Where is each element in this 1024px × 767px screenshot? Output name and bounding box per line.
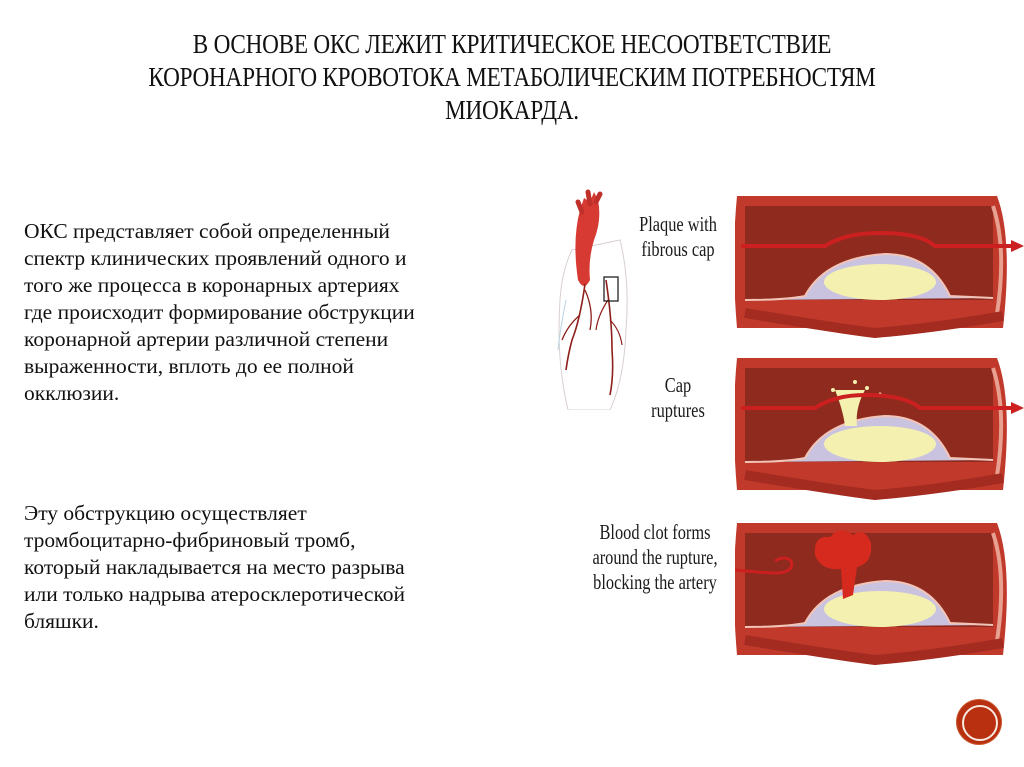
- text-line: где происходит формирование обструкции: [24, 300, 415, 324]
- title-line: В ОСНОВЕ ОКС ЛЕЖИТ КРИТИЧЕСКОЕ НЕСООТВЕТ…: [192, 29, 832, 59]
- text-line: выраженности, вплоть до ее полной: [24, 354, 354, 378]
- paragraph-thrombus: Эту обструкцию осуществляет тромбоцитарн…: [24, 500, 405, 635]
- slide-title: В ОСНОВЕ ОКС ЛЕЖИТ КРИТИЧЕСКОЕ НЕСООТВЕТ…: [106, 28, 918, 127]
- artery-plaque-icon: [735, 196, 1024, 338]
- text-line: того же процесса в коронарных артериях: [24, 273, 400, 297]
- artery-rupture-icon: [735, 358, 1024, 500]
- title-line: МИОКАРДА.: [445, 95, 579, 125]
- stage-label-clot: Blood clot forms around the rupture, blo…: [592, 520, 718, 594]
- nav-ring-icon: [962, 705, 998, 741]
- stage-label-plaque: Plaque with fibrous cap: [639, 212, 717, 261]
- text-line: окклюзии.: [24, 381, 120, 405]
- artery-clot-icon: [735, 523, 1007, 665]
- text-line: спектр клинических проявлений одного и: [24, 246, 407, 270]
- text-line: бляшки.: [24, 609, 99, 633]
- title-line: КОРОНАРНОГО КРОВОТОКА МЕТАБОЛИЧЕСКИМ ПОТ…: [148, 62, 876, 92]
- text-line: ОКС представляет собой определенный: [24, 219, 390, 243]
- stage-label-rupture: Cap ruptures: [651, 373, 705, 422]
- slide-nav-button[interactable]: [957, 700, 1001, 744]
- text-line: тромбоцитарно-фибриновый тромб,: [24, 528, 356, 552]
- text-line: или только надрыва атеросклеротической: [24, 582, 406, 606]
- paragraph-acs-definition: ОКС представляет собой определенный спек…: [24, 218, 415, 407]
- text-line: коронарной артерии различной степени: [24, 327, 389, 351]
- text-line: Эту обструкцию осуществляет: [24, 501, 307, 525]
- heart-illustration-icon: [557, 189, 628, 410]
- artery-plaque-diagram: Plaque with fibrous cap Cap ruptures Blo…: [550, 180, 1024, 670]
- text-line: который накладывается на место разрыва: [24, 555, 405, 579]
